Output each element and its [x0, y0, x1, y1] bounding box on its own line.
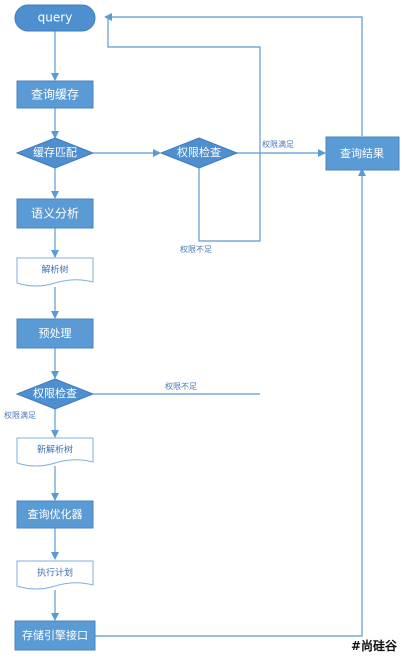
node-perm-check-1-label: 权限检查	[177, 145, 221, 159]
node-storage-engine-label: 存储引擎接口	[22, 628, 88, 642]
node-cache-match-label: 缓存匹配	[33, 145, 77, 159]
node-perm-check-1: 权限检查	[159, 137, 239, 169]
node-query-label: query	[38, 11, 73, 25]
node-preprocess: 预处理	[16, 318, 94, 349]
node-semantic-analysis-label: 语义分析	[31, 207, 79, 221]
node-query-optimizer: 查询优化器	[16, 500, 94, 529]
edge-perm1-fail-loop	[107, 16, 261, 242]
node-storage-engine: 存储引擎接口	[14, 620, 96, 651]
node-cache-match: 缓存匹配	[15, 137, 95, 169]
node-parse-tree: 解析树	[16, 257, 94, 287]
node-exec-plan-label: 执行计划	[37, 567, 73, 579]
edge-label-perm-ok-2: 权限满足	[4, 410, 36, 420]
node-query-cache: 查询缓存	[16, 80, 94, 109]
edges	[51, 16, 363, 637]
node-new-parse-tree: 新解析树	[16, 437, 94, 467]
node-query: query	[14, 4, 96, 32]
node-perm-check-2-label: 权限检查	[33, 386, 77, 400]
node-query-result-label: 查询结果	[340, 146, 384, 160]
node-query-result: 查询结果	[325, 136, 400, 171]
arrowhead-to-query	[104, 13, 112, 21]
watermark: #尚硅谷	[351, 638, 398, 653]
arrowhead-result-up	[358, 168, 366, 176]
edge-result-to-query	[106, 16, 363, 136]
edge-label-perm-fail-2: 权限不足	[165, 381, 197, 391]
node-semantic-analysis: 语义分析	[16, 198, 94, 229]
edge-label-perm-ok-1: 权限满足	[262, 139, 294, 149]
node-exec-plan: 执行计划	[16, 560, 94, 590]
edge-storage-to-result	[95, 170, 363, 637]
edge-label-perm-fail-1: 权限不足	[180, 244, 212, 254]
node-perm-check-2: 权限检查	[15, 378, 95, 410]
node-query-optimizer-label: 查询优化器	[28, 507, 83, 521]
node-preprocess-label: 预处理	[39, 327, 72, 340]
node-parse-tree-label: 解析树	[41, 264, 68, 276]
arrowheads	[104, 13, 366, 176]
node-query-cache-label: 查询缓存	[31, 88, 79, 102]
node-new-parse-tree-label: 新解析树	[37, 444, 73, 456]
